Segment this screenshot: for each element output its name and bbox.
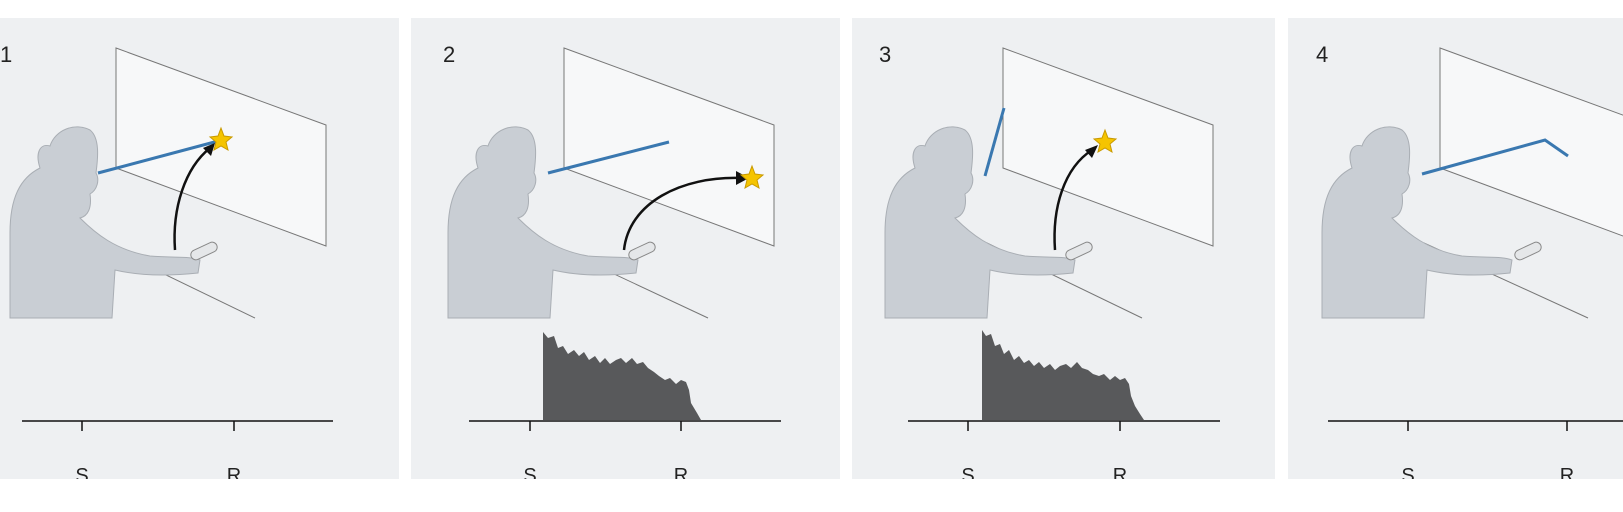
monkey-icon xyxy=(1321,126,1513,319)
reach-arrow xyxy=(173,147,211,251)
panel-number: 1 xyxy=(0,42,13,67)
joystick-icon xyxy=(1065,241,1093,261)
screen-icon xyxy=(1439,47,1623,237)
panel-4: 4 S R xyxy=(1288,18,1623,479)
tick-label-r: R xyxy=(673,465,689,479)
monkey-icon xyxy=(447,126,639,319)
star-icon xyxy=(1092,128,1118,154)
star-icon xyxy=(739,164,765,190)
gaze-line xyxy=(983,107,1006,177)
tick-label-s: S xyxy=(523,465,537,479)
panel-2: 2 S R xyxy=(411,18,840,479)
panel-2-diagram xyxy=(447,47,781,431)
panel-number: 3 xyxy=(879,42,892,67)
screen-icon xyxy=(115,47,327,247)
tick-label-s: S xyxy=(75,465,89,479)
monkey-icon xyxy=(884,126,1076,319)
panel-3: 3 S R xyxy=(852,18,1275,479)
panel-1: 1 S R xyxy=(0,18,399,479)
tick-label-s: S xyxy=(1401,465,1415,479)
panel-number: 2 xyxy=(443,42,456,67)
arrow-head xyxy=(736,171,749,185)
arrow-head xyxy=(1085,145,1098,158)
reach-arrow xyxy=(1053,148,1093,251)
tick-label-r: R xyxy=(226,465,242,479)
gaze-line xyxy=(547,140,670,175)
response-histogram xyxy=(543,332,701,420)
arrow-head xyxy=(203,143,215,156)
monkey-icon xyxy=(9,126,201,319)
tick-label-r: R xyxy=(1559,465,1575,479)
tick-label-r: R xyxy=(1112,465,1128,479)
response-histogram xyxy=(982,330,1144,420)
panel-4-diagram xyxy=(1321,47,1623,431)
joystick-icon xyxy=(190,241,218,261)
panel-3-diagram xyxy=(884,47,1220,431)
panel-number: 4 xyxy=(1316,42,1329,67)
gaze-line xyxy=(97,138,223,175)
screen-icon xyxy=(563,47,775,247)
reach-arrow xyxy=(622,176,742,251)
joystick-icon xyxy=(628,241,656,261)
star-icon xyxy=(208,126,234,152)
panel-1-diagram xyxy=(9,47,333,431)
gaze-line xyxy=(1421,138,1569,176)
tick-label-s: S xyxy=(961,465,975,479)
joystick-icon xyxy=(1514,241,1542,261)
